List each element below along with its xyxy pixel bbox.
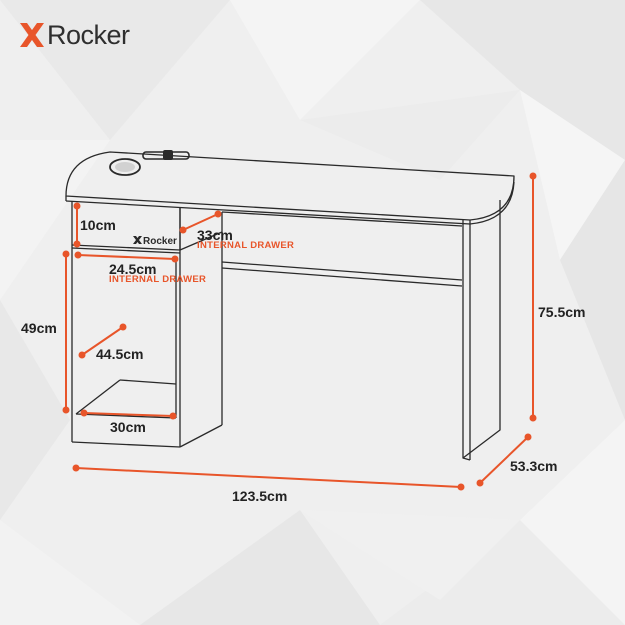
desk-width-line xyxy=(75,467,462,488)
shelf-height-label: 49cm xyxy=(21,320,57,336)
desk-emblem-logo: Rocker xyxy=(133,236,177,247)
shelf-width-label: 30cm xyxy=(110,419,146,435)
desk-width-label: 123.5cm xyxy=(232,488,288,504)
desk-outline xyxy=(65,151,515,461)
headphone-hook-icon xyxy=(142,150,190,160)
drawer-depth-line xyxy=(182,213,219,231)
drawer-depth-label: 33cm xyxy=(197,227,233,243)
drawer-width-line xyxy=(77,254,176,260)
shelf-width-line xyxy=(83,412,174,417)
dimension-lines xyxy=(62,172,537,491)
desk-depth-line xyxy=(479,436,529,484)
drawer-depth-note: INTERNAL DRAWER xyxy=(197,240,295,251)
drawer-height-label: 10cm xyxy=(80,217,116,233)
shelf-depth-label: 44.5cm xyxy=(96,346,144,362)
desk-height-label: 75.5cm xyxy=(538,304,586,320)
cup-holder-icon xyxy=(109,158,141,176)
desk-depth-label: 53.3cm xyxy=(510,458,558,474)
brand-name: Rocker xyxy=(47,20,130,50)
x-logo-icon xyxy=(20,23,44,47)
brand-logo: Rocker xyxy=(18,21,130,49)
desk-emblem-text: Rocker xyxy=(143,236,177,247)
drawer-width-note: INTERNAL DRAWER xyxy=(109,274,207,285)
shelf-depth-line xyxy=(81,326,124,356)
drawer-width-label: 24.5cm xyxy=(109,261,157,277)
